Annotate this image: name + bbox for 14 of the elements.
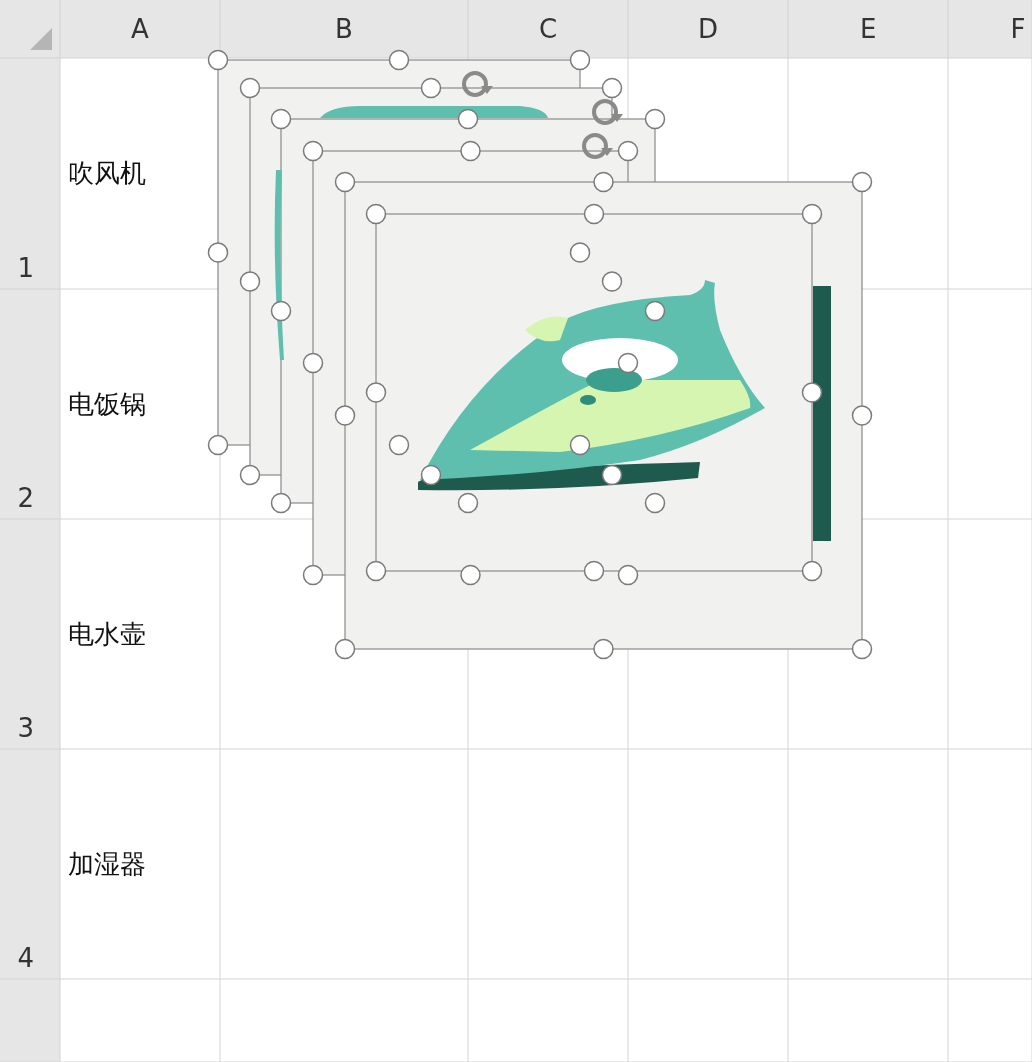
- column-letter: F: [1010, 16, 1026, 42]
- column-letter: D: [698, 16, 719, 42]
- row-number: 2: [17, 485, 35, 511]
- cell-text: 加湿器: [68, 851, 146, 877]
- column-letter: E: [860, 16, 877, 42]
- cell-text: 电水壶: [68, 621, 146, 647]
- row-number: 3: [17, 715, 35, 741]
- column-letter: C: [539, 16, 558, 42]
- column-letter: B: [335, 16, 353, 42]
- cell-text: 吹风机: [68, 160, 146, 186]
- row-number: 1: [17, 255, 35, 281]
- row-number: 4: [17, 945, 35, 971]
- cell-text: 电饭锅: [68, 391, 146, 417]
- column-letter: A: [131, 16, 149, 42]
